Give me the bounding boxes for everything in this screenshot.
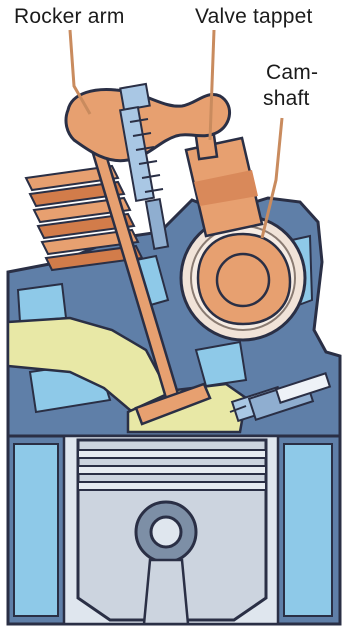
- label-valve-tappet: Valve tappet: [195, 6, 313, 28]
- connecting-rod: [144, 560, 188, 624]
- block-coolant-left: [14, 444, 58, 616]
- head-coolant-passage-lower-mid: [196, 342, 246, 386]
- piston-rings: [78, 450, 266, 490]
- label-rocker-arm: Rocker arm: [14, 6, 125, 28]
- camshaft-center: [217, 254, 269, 306]
- label-camshaft-line1: Cam-: [266, 62, 318, 84]
- block-coolant-right: [284, 444, 332, 616]
- piston-pin: [151, 517, 181, 547]
- head-coolant-passage-left: [18, 284, 66, 322]
- label-camshaft-line2: shaft: [263, 88, 310, 110]
